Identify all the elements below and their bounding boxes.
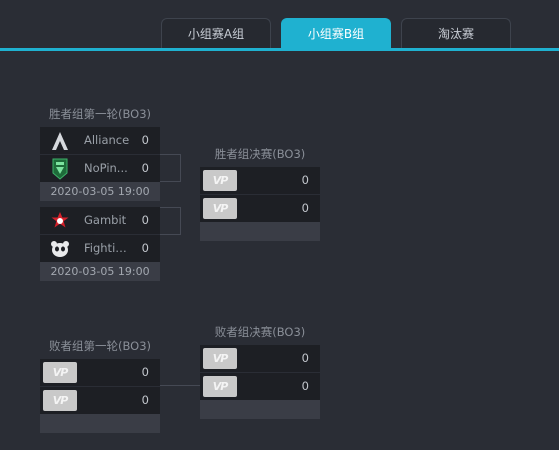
match-date: 2020-03-05 19:00 — [40, 262, 160, 281]
lower-final-title: 败者组决赛(BO3) — [214, 325, 306, 339]
match-row[interactable]: VP 0 — [200, 373, 320, 400]
gambit-logo-icon — [43, 210, 77, 231]
team-score: 0 — [301, 351, 309, 365]
bracket-connector — [160, 154, 181, 182]
team-score: 0 — [141, 213, 149, 227]
match-row[interactable]: VP 0 — [200, 167, 320, 194]
placeholder-logo-icon: VP — [43, 362, 77, 383]
bracket-connector — [160, 385, 200, 386]
team-score: 0 — [301, 201, 309, 215]
team-score: 0 — [141, 365, 149, 379]
match-row[interactable]: VP 0 — [200, 345, 320, 372]
team-name: NoPin... — [84, 161, 128, 175]
team-score: 0 — [301, 173, 309, 187]
match-date-empty — [200, 400, 320, 419]
upper-round1-title: 胜者组第一轮(BO3) — [48, 107, 152, 121]
match-row[interactable]: VP 0 — [200, 195, 320, 222]
bracket-connector — [160, 207, 181, 235]
team-name: Gambit — [84, 213, 127, 227]
placeholder-logo-icon: VP — [203, 170, 237, 191]
team-name: Fightin... — [84, 241, 132, 255]
tab-group-a[interactable]: 小组赛A组 — [161, 18, 271, 48]
noping-logo-icon — [43, 158, 77, 180]
tab-bar: 小组赛A组 小组赛B组 淘汰赛 — [0, 0, 559, 52]
team-score: 0 — [141, 161, 149, 175]
upper-final-title: 胜者组决赛(BO3) — [214, 147, 306, 161]
match-date-empty — [40, 414, 160, 433]
fighting-pandas-logo-icon — [43, 238, 77, 259]
placeholder-logo-icon: VP — [203, 198, 237, 219]
tab-playoffs[interactable]: 淘汰赛 — [401, 18, 511, 48]
match-row[interactable]: Fightin... 0 — [40, 235, 160, 262]
match-row[interactable]: VP 0 — [40, 387, 160, 414]
match-row[interactable]: Gambit 0 — [40, 207, 160, 234]
placeholder-logo-icon: VP — [43, 390, 77, 411]
placeholder-logo-icon: VP — [203, 376, 237, 397]
placeholder-logo-icon: VP — [203, 348, 237, 369]
team-score: 0 — [141, 133, 149, 147]
team-score: 0 — [301, 379, 309, 393]
team-score: 0 — [141, 393, 149, 407]
alliance-logo-icon — [43, 130, 77, 151]
match-row[interactable]: Alliance 0 — [40, 127, 160, 154]
match-row[interactable]: NoPin... 0 — [40, 155, 160, 182]
match-date: 2020-03-05 19:00 — [40, 182, 160, 201]
lower-round1-title: 败者组第一轮(BO3) — [48, 339, 152, 353]
team-name: Alliance — [84, 133, 130, 147]
team-score: 0 — [141, 241, 149, 255]
match-row[interactable]: VP 0 — [40, 359, 160, 386]
match-date-empty — [200, 222, 320, 241]
tab-underline — [0, 48, 559, 51]
tab-group-b[interactable]: 小组赛B组 — [281, 18, 391, 48]
